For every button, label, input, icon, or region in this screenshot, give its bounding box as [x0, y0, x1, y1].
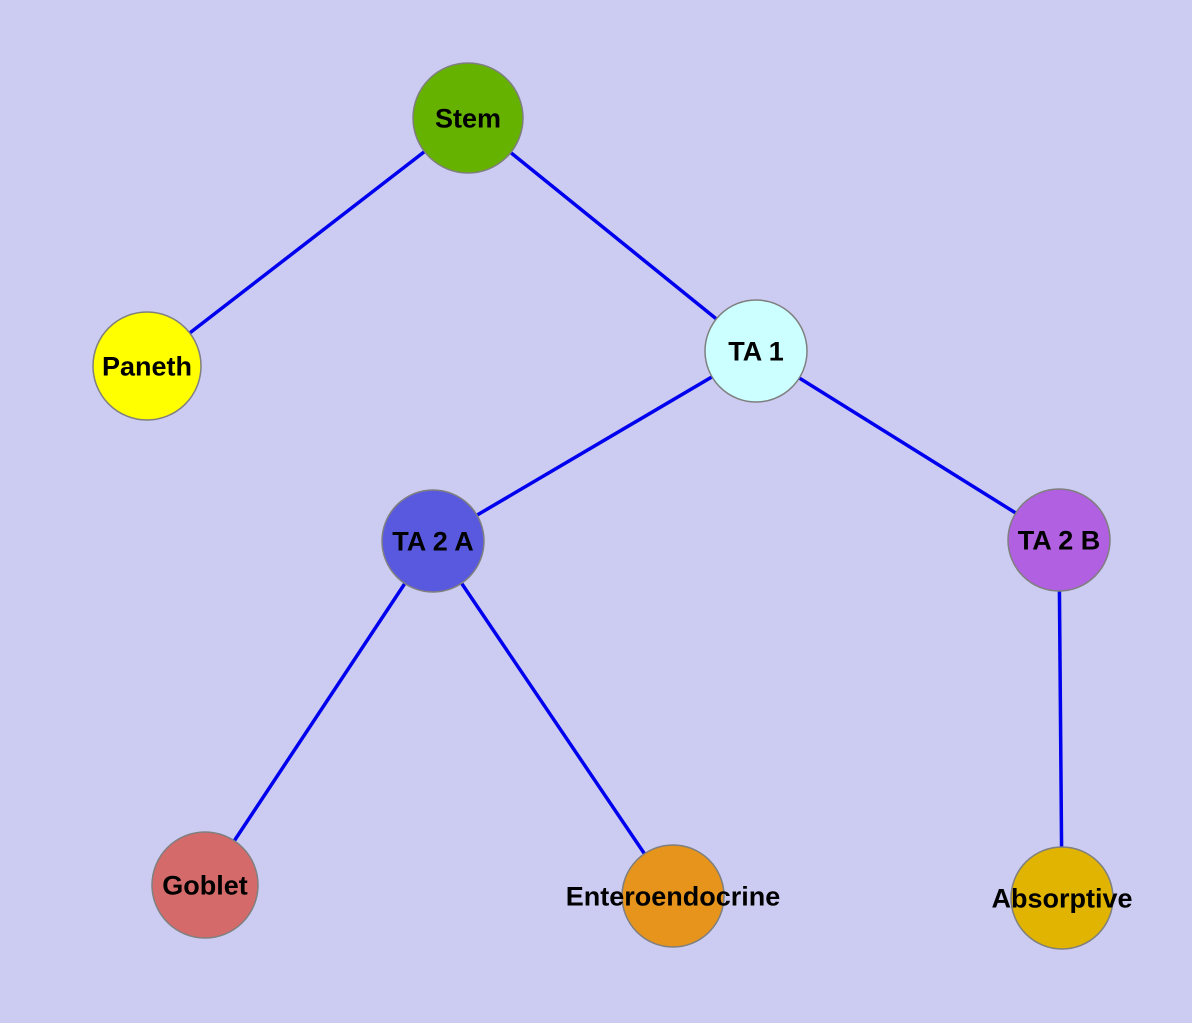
edge-ta-2-a-enteroendocrine — [431, 540, 675, 897]
node-label-enteroendocrine: Enteroendocrine — [566, 881, 781, 911]
node-ta-2-b[interactable] — [1007, 488, 1111, 592]
node-label-ta-1: TA 1 — [728, 336, 784, 366]
edge-ta-1-ta-2-a — [432, 349, 757, 543]
node-absorptive[interactable] — [1010, 846, 1114, 950]
node-stem[interactable] — [412, 62, 524, 174]
node-paneth[interactable] — [92, 311, 202, 421]
node-label-ta-2-a: TA 2 A — [392, 526, 474, 556]
edge-stem-ta-1 — [466, 116, 758, 353]
edge-ta-2-a-goblet — [203, 540, 435, 886]
node-label-goblet: Goblet — [162, 870, 248, 900]
node-goblet[interactable] — [151, 831, 259, 939]
node-enteroendocrine[interactable] — [621, 844, 725, 948]
node-ta-2-a[interactable] — [381, 489, 485, 593]
edge-ta-2-b-absorptive — [1057, 539, 1064, 899]
node-label-absorptive: Absorptive — [991, 883, 1132, 913]
node-ta-1[interactable] — [704, 299, 808, 403]
node-label-paneth: Paneth — [102, 351, 192, 381]
node-label-ta-2-b: TA 2 B — [1018, 525, 1101, 555]
node-label-stem: Stem — [435, 103, 501, 133]
edge-stem-paneth — [145, 116, 470, 368]
edge-ta-1-ta-2-b — [755, 349, 1060, 542]
